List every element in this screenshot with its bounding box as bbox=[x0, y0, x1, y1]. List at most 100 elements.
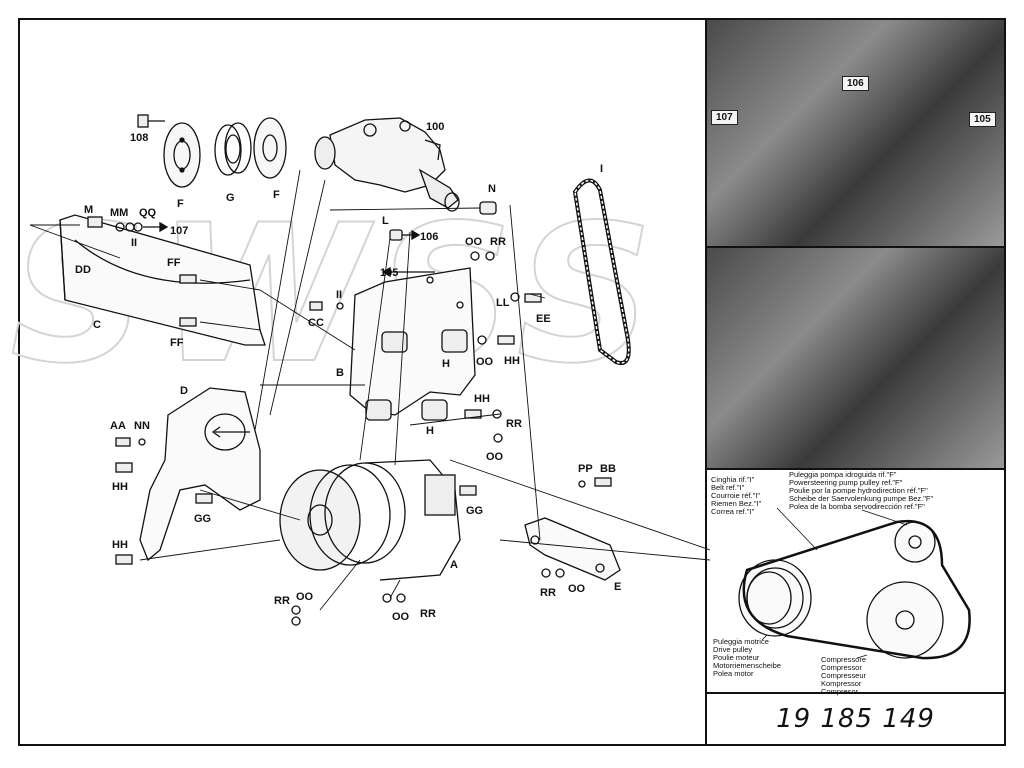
label-b: B bbox=[336, 367, 344, 379]
caption-line: Compressor bbox=[821, 663, 862, 672]
label-oo-right: OO bbox=[486, 451, 504, 463]
label-oo-bottom: OO bbox=[392, 611, 410, 623]
label-hh-right: HH bbox=[474, 393, 490, 405]
label-hh-left: HH bbox=[112, 481, 128, 493]
belt-routing-panel: Cinghia rif."I" Belt ref."I" Courroie ré… bbox=[705, 470, 1004, 696]
compressor-a-part bbox=[279, 459, 461, 581]
label-i: I bbox=[600, 163, 603, 175]
photo-tag-105: 105 bbox=[969, 112, 996, 127]
exploded-diagram: 100 108 F G F N I M MM QQ II 107 DD FF C… bbox=[29, 114, 710, 626]
pulley-f-left-part bbox=[163, 122, 201, 188]
label-l: L bbox=[382, 215, 389, 227]
label-107: 107 bbox=[170, 225, 188, 237]
label-e: E bbox=[614, 581, 621, 593]
photo-tag-107: 107 bbox=[711, 110, 738, 125]
label-dd: DD bbox=[75, 264, 91, 276]
label-c: C bbox=[93, 319, 101, 331]
label-108: 108 bbox=[130, 132, 148, 144]
label-oo-mid: OO bbox=[476, 356, 494, 368]
compressor-pulley-shape bbox=[866, 581, 944, 659]
label-gg-right: GG bbox=[466, 505, 483, 517]
pulley-f-right-part bbox=[253, 117, 287, 179]
label-aa: AA bbox=[110, 420, 126, 432]
bolt-108-part bbox=[137, 114, 165, 128]
label-d: D bbox=[180, 385, 188, 397]
belt-caption: Cinghia rif."I" Belt ref."I" Courroie ré… bbox=[711, 476, 761, 516]
label-rr-e: RR bbox=[540, 587, 556, 599]
spacer-g-part bbox=[214, 122, 252, 176]
caption-line: Poulie por la pompe hydrodirection réf."… bbox=[789, 486, 928, 495]
fasteners bbox=[87, 201, 612, 626]
label-rr-bottom: RR bbox=[420, 608, 436, 620]
label-rr-top: RR bbox=[490, 236, 506, 248]
label-106: 106 bbox=[420, 231, 438, 243]
caption-line: Drive pulley bbox=[713, 645, 753, 654]
label-ff-top: FF bbox=[167, 257, 181, 269]
label-cc: CC bbox=[308, 317, 324, 329]
caption-line: Kompressor bbox=[821, 679, 862, 688]
pump-100-part bbox=[314, 117, 460, 212]
engine-photo-bottom bbox=[705, 248, 1004, 470]
belt-routing-diagram bbox=[738, 507, 971, 660]
label-mm: MM bbox=[110, 207, 128, 219]
caption-line: Cinghia rif."I" bbox=[711, 475, 755, 484]
caption-line: Polea motor bbox=[713, 669, 754, 678]
label-ee: EE bbox=[536, 313, 551, 325]
caption-line: Correa ref."I" bbox=[711, 507, 755, 516]
label-f-left: F bbox=[177, 198, 184, 210]
label-oo-e: OO bbox=[568, 583, 586, 595]
caption-line: Poulie moteur bbox=[713, 653, 760, 662]
caption-line: Motorriemenscheibe bbox=[713, 661, 781, 670]
caption-line: Compresor bbox=[821, 687, 859, 696]
label-oo-top: OO bbox=[465, 236, 483, 248]
label-pp: PP bbox=[578, 463, 593, 475]
label-h-bottom: H bbox=[426, 425, 434, 437]
label-ii-top: II bbox=[131, 237, 137, 249]
reference-arrows bbox=[143, 221, 435, 278]
bracket-e-part bbox=[524, 517, 621, 581]
drawing-frame bbox=[18, 18, 1006, 746]
caption-line: Puleggia motrice bbox=[713, 637, 769, 646]
caption-line: Scheibe der Saervolenkung pumpe Bez."F" bbox=[789, 494, 934, 503]
label-h-top: H bbox=[442, 358, 450, 370]
label-hh-mid: HH bbox=[504, 355, 520, 367]
caption-line: Compresseur bbox=[821, 671, 867, 680]
pump-pulley-caption: Puleggia pompa idroguida rif."F" Powerst… bbox=[789, 471, 933, 511]
label-g: G bbox=[226, 192, 235, 204]
label-ff-bottom: FF bbox=[170, 337, 184, 349]
label-f-right: F bbox=[273, 189, 280, 201]
engine-photo-top: 106 107 105 bbox=[705, 20, 1004, 248]
label-a: A bbox=[450, 559, 458, 571]
bracket-d-part bbox=[139, 387, 261, 562]
caption-line: Belt ref."I" bbox=[711, 483, 745, 492]
drive-pulley-shape bbox=[738, 559, 812, 637]
assembly-lines bbox=[29, 169, 710, 611]
label-n: N bbox=[488, 183, 496, 195]
drive-pulley-caption: Puleggia motrice Drive pulley Poulie mot… bbox=[713, 638, 781, 678]
caption-line: Riemen Bez."I" bbox=[711, 499, 762, 508]
label-hh-bottom: HH bbox=[112, 539, 128, 551]
label-rr-bottom-left: RR bbox=[274, 595, 290, 607]
label-nn: NN bbox=[134, 420, 150, 432]
label-100: 100 bbox=[426, 121, 444, 133]
label-gg-left: GG bbox=[194, 513, 211, 525]
label-qq: QQ bbox=[139, 207, 157, 219]
label-oo-bottom-left: OO bbox=[296, 591, 314, 603]
label-m: M bbox=[84, 204, 93, 216]
photo-tag-106: 106 bbox=[842, 76, 869, 91]
belt-i-part bbox=[572, 178, 631, 365]
part-number: 19 185 149 bbox=[776, 704, 935, 734]
belt-path bbox=[742, 519, 971, 660]
label-rr-right: RR bbox=[506, 418, 522, 430]
label-ii-mid: II bbox=[336, 289, 342, 301]
label-105: 105 bbox=[380, 267, 398, 279]
caption-line: Powersteering pump pulley ref."F" bbox=[789, 478, 903, 487]
part-number-box: 19 185 149 bbox=[705, 694, 1004, 744]
label-ll: LL bbox=[496, 297, 510, 309]
bracket-c-part bbox=[59, 214, 266, 346]
label-bb: BB bbox=[600, 463, 616, 475]
compressor-caption: Compressore Compressor Compresseur Kompr… bbox=[821, 656, 866, 696]
caption-line: Polea de la bomba servodirección ref."F" bbox=[789, 502, 925, 511]
caption-line: Compressore bbox=[821, 655, 867, 664]
caption-line: Puleggia pompa idroguida rif."F" bbox=[789, 470, 897, 479]
